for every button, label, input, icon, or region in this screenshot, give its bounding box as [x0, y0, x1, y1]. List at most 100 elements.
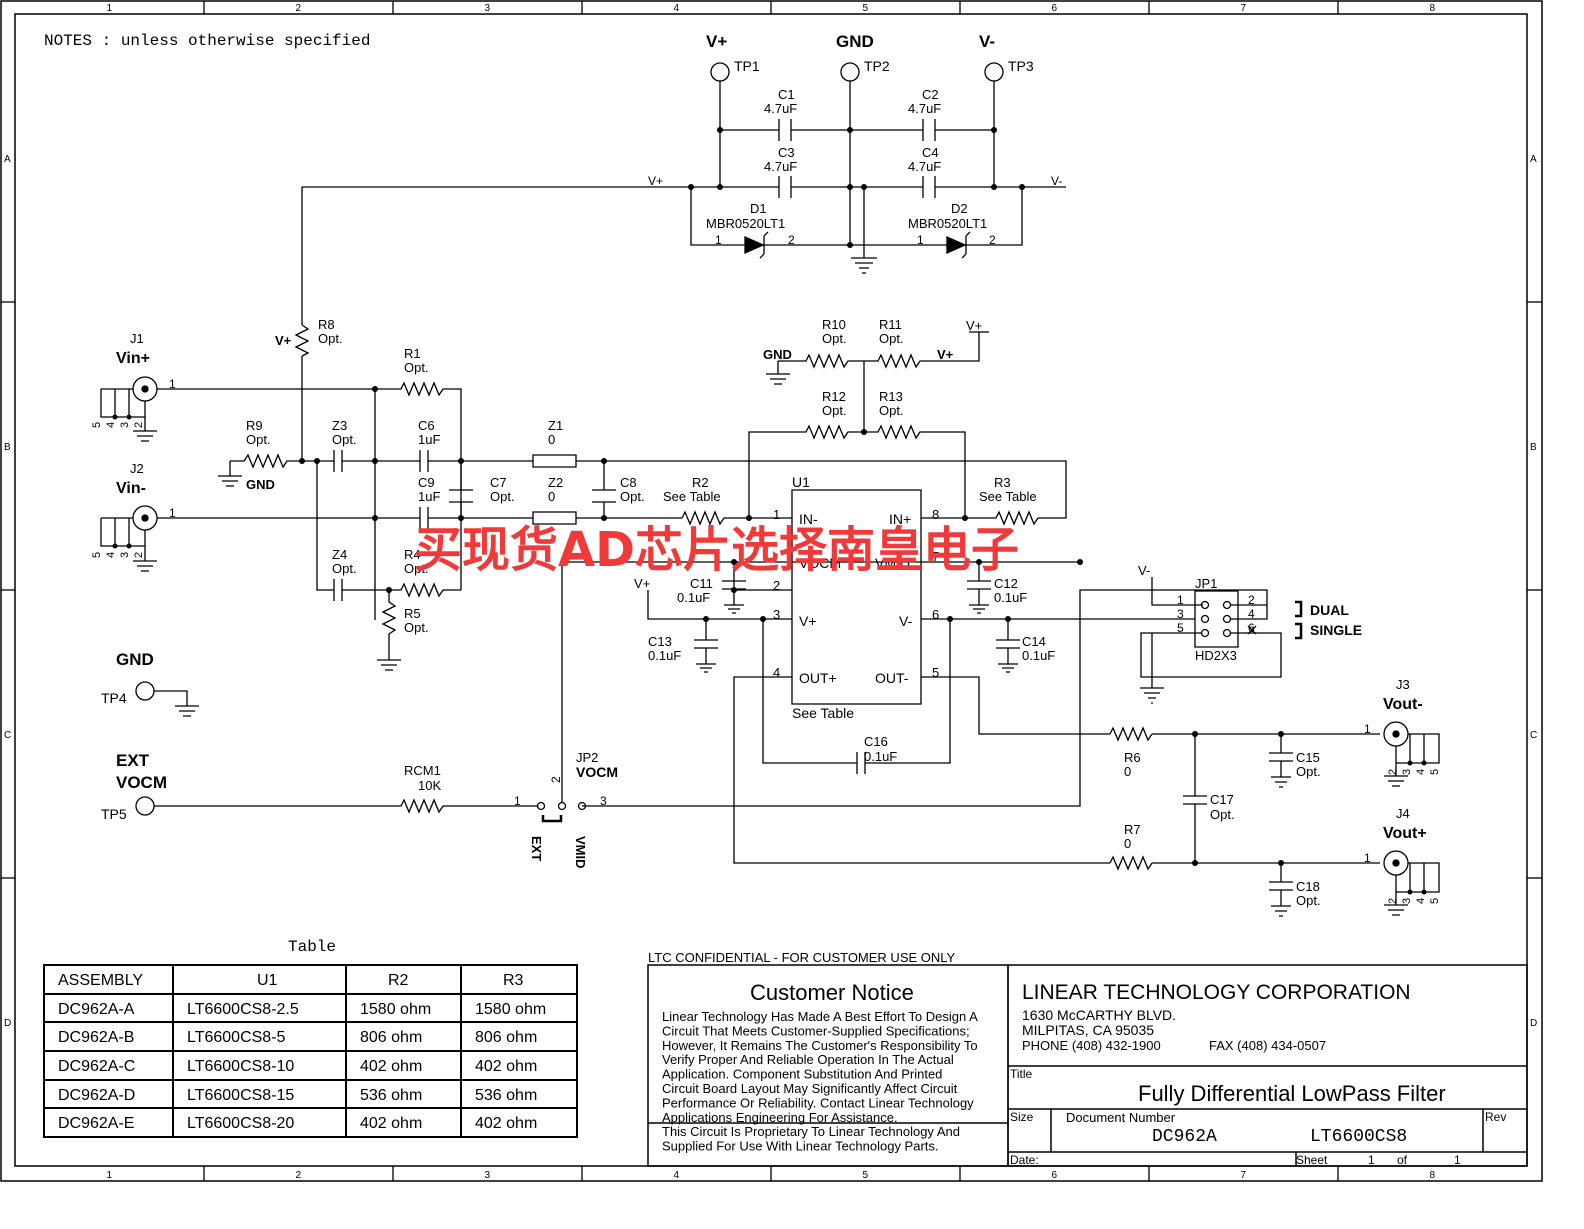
j4-ref: J4 — [1396, 806, 1410, 821]
z1-value: 0 — [548, 432, 555, 447]
r7-value: 0 — [1124, 836, 1131, 851]
notice-line: Linear Technology Has Made A Best Effort… — [662, 1009, 978, 1024]
jp1-section: V- JP1 1 2 3 4 5 6 HD2X3 DUAL SINGLE — [582, 563, 1362, 806]
table-header-0: ASSEMBLY — [58, 972, 143, 989]
of-label: of — [1397, 1153, 1408, 1167]
jp1-ref: JP1 — [1195, 576, 1217, 591]
rcm1-ref: RCM1 — [404, 763, 441, 778]
c12-value: 0.1uF — [994, 590, 1027, 605]
r11-vplus-top: V+ — [966, 318, 982, 333]
j2-gnd-icon — [133, 546, 157, 571]
d2-pin1: 1 — [917, 233, 924, 247]
r11-ref: R11 — [879, 317, 902, 332]
u1-pin3-name: V+ — [799, 613, 817, 629]
c4-value: 4.7uF — [908, 159, 941, 174]
u1-pin4-num: 4 — [773, 665, 780, 680]
jp1-dual-label: DUAL — [1310, 602, 1349, 618]
zone-col-top-7: 7 — [1241, 3, 1247, 14]
tp2-icon[interactable] — [841, 63, 859, 81]
zone-col-top-6: 6 — [1052, 3, 1058, 14]
notice-line: Application. Component Substitution And … — [662, 1067, 942, 1082]
jp2-pin3-icon[interactable] — [579, 803, 586, 810]
j1-gnd-icon — [133, 417, 157, 441]
j2-name: Vin- — [116, 480, 146, 497]
zone-col-top-3: 3 — [485, 3, 491, 14]
r12-ref: R12 — [822, 389, 846, 404]
u1-pin8-num: 8 — [932, 507, 939, 522]
table-cell: DC962A-A — [58, 1001, 135, 1018]
z1-ferrite-icon — [533, 455, 576, 467]
r7-resistor-icon — [1110, 857, 1152, 869]
input-section: R8 Opt. V+ J1 Vin+ 1 5 4 3 2 J2 Vin- 1 5… — [91, 187, 1066, 670]
jp2-pin1-icon[interactable] — [538, 803, 545, 810]
d2-diode-icon — [947, 237, 965, 253]
r13-ref: R13 — [879, 389, 903, 404]
j2-ref: J2 — [130, 461, 144, 476]
proprietary-line: This Circuit Is Proprietary To Linear Te… — [662, 1124, 960, 1139]
table-header-2: R2 — [388, 972, 409, 989]
r10-gnd-icon — [766, 361, 790, 384]
j3-ref: J3 — [1396, 677, 1410, 692]
tp4-icon[interactable] — [136, 682, 154, 700]
u1-pin6-num: 6 — [932, 607, 939, 622]
output-section: R6 0 R7 0 C17 Opt. C15 Opt. C18 Opt. J3 … — [1110, 677, 1441, 916]
j4-gnd-icon — [1384, 892, 1408, 915]
zone-col-top-1: 1 — [107, 3, 113, 14]
c2-ref: C2 — [922, 87, 939, 102]
r9-gnd-label: GND — [246, 477, 275, 492]
j3-pin4: 4 — [1415, 769, 1427, 775]
c16-value: 0.1uF — [864, 749, 897, 764]
u1-pin6-name: V- — [899, 613, 913, 629]
u1-note: See Table — [792, 705, 854, 721]
tp4-gnd-label: GND — [116, 650, 154, 669]
z1-ref: Z1 — [548, 418, 563, 433]
r3-value: See Table — [979, 489, 1037, 504]
sheet-total: 1 — [1454, 1153, 1461, 1167]
j4-pin5: 5 — [1429, 898, 1441, 904]
zone-col-bottom-7: 7 — [1241, 1170, 1247, 1181]
c18-value: Opt. — [1296, 893, 1321, 908]
table-cell: 402 ohm — [360, 1115, 422, 1132]
address-line-2: MILPITAS, CA 95035 — [1022, 1022, 1154, 1038]
table-cell: DC962A-B — [58, 1029, 134, 1046]
c12-ref: C12 — [994, 576, 1018, 591]
zone-row-right-C: C — [1530, 730, 1537, 741]
r10-value: Opt. — [822, 331, 847, 346]
j1-ref: J1 — [130, 331, 144, 346]
table-header-3: R3 — [503, 972, 524, 989]
jp1-gnd-icon — [1140, 633, 1164, 703]
zone-col-top-4: 4 — [674, 3, 680, 14]
zone-row-left-B: B — [4, 442, 11, 453]
j4-pin3: 3 — [1401, 898, 1413, 904]
j4-name: Vout+ — [1383, 825, 1427, 842]
u1-pin5-name: OUT- — [875, 670, 909, 686]
j1-pin3: 3 — [119, 422, 131, 428]
notice-line: Applications Engineering For Assistance. — [662, 1110, 898, 1125]
j3-pin5: 5 — [1429, 769, 1441, 775]
r6-ref: R6 — [1124, 750, 1141, 765]
c11-value: 0.1uF — [677, 590, 710, 605]
r8-ref: R8 — [318, 317, 335, 332]
d1-diode-icon — [745, 237, 763, 253]
c16-ref: C16 — [864, 734, 888, 749]
sheet-label: Sheet — [1296, 1153, 1328, 1167]
j1-pin5: 5 — [91, 422, 103, 428]
sheet-number: 1 — [1368, 1153, 1375, 1167]
doc-number-2: LT6600CS8 — [1310, 1127, 1407, 1147]
jp1-vminus-label: V- — [1138, 563, 1150, 578]
c13-value: 0.1uF — [648, 648, 681, 663]
r9-gnd-icon — [218, 461, 242, 486]
jp2-ext-label: EXT — [529, 836, 544, 861]
tp5-icon[interactable] — [136, 797, 154, 815]
u1-pin1-name: IN- — [799, 511, 818, 527]
table-cell: DC962A-C — [58, 1058, 135, 1075]
table-cell: LT6600CS8-5 — [187, 1029, 286, 1046]
r3-ref: R3 — [994, 475, 1011, 490]
tp1-icon[interactable] — [711, 63, 729, 81]
jp1-pin1: 1 — [1177, 593, 1184, 607]
tp3-icon[interactable] — [985, 63, 1003, 81]
r5-value: Opt. — [404, 620, 429, 635]
d2-ref: D2 — [951, 201, 968, 216]
jp2-pin2-icon[interactable] — [559, 803, 566, 810]
